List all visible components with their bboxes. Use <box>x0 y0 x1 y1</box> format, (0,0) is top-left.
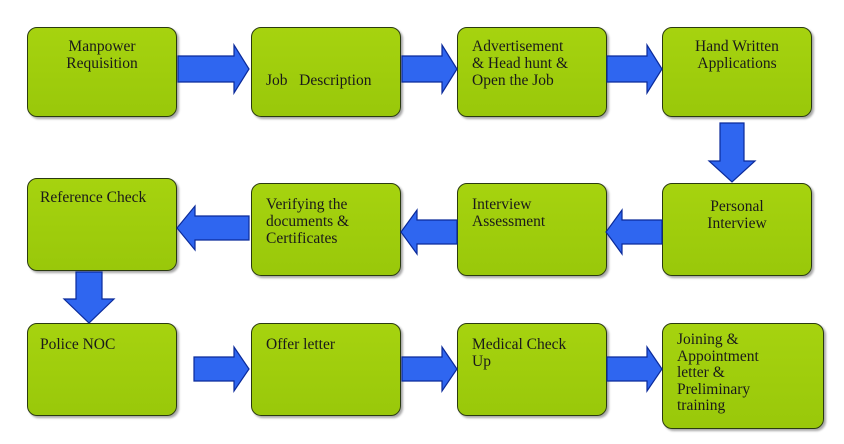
step-police-noc: Police NOC <box>27 323 177 416</box>
arrow-left-icon <box>605 208 663 256</box>
step-label-line: documents & <box>266 213 350 230</box>
step-offer-letter: Offer letter <box>251 323 401 416</box>
step-label-line: Interview <box>472 196 532 213</box>
step-label-line: Reference Check <box>40 189 147 206</box>
step-label-line: letter & <box>677 364 725 381</box>
step-job-description: Job Description <box>251 27 401 117</box>
step-advertisement: Advertisement & Head hunt & Open the Job <box>457 27 607 117</box>
step-label-line: Open the Job <box>472 72 554 89</box>
arrow-right-icon <box>401 42 458 96</box>
step-reference-check: Reference Check <box>27 178 177 271</box>
step-label-line: Manpower <box>68 38 136 55</box>
arrow-right-icon <box>401 345 458 393</box>
arrow-down-icon <box>707 122 757 183</box>
step-label-line: Joining & <box>677 331 739 348</box>
step-manpower-requisition: Manpower Requisition <box>27 27 177 117</box>
step-verifying-documents: Verifying the documents & Certificates <box>251 183 401 276</box>
step-label-line: Appointment <box>677 347 759 365</box>
step-label-line: Applications <box>697 55 777 72</box>
step-label-line: Requisition <box>66 55 138 72</box>
step-label-line: Verifying the <box>266 196 348 213</box>
arrow-right-icon <box>193 345 250 393</box>
step-label-line: Police NOC <box>40 336 116 353</box>
arrow-down-icon <box>62 271 116 324</box>
step-label-line: Up <box>472 353 491 370</box>
step-label-line: Assessment <box>472 213 546 230</box>
arrow-right-icon <box>177 42 250 96</box>
step-label-line: Job Description <box>266 72 372 89</box>
step-personal-interview: Personal Interview <box>662 183 812 276</box>
arrow-right-icon <box>606 345 663 393</box>
step-label-line: training <box>677 397 726 414</box>
step-joining-appointment: Joining & Appointment letter & Prelimina… <box>662 323 824 429</box>
arrow-left-icon <box>176 204 250 252</box>
step-label-line: Preliminary <box>677 380 751 398</box>
step-label-line: Medical Check <box>472 336 567 353</box>
step-medical-check-up: Medical Check Up <box>457 323 607 416</box>
step-hand-written-applications: Hand Written Applications <box>662 27 812 117</box>
step-label-line: Certificates <box>266 230 338 247</box>
arrow-right-icon <box>606 42 663 96</box>
step-label-line: Hand Written <box>695 38 779 55</box>
step-label-line: Interview <box>707 215 767 232</box>
step-label-line: Personal <box>710 198 764 215</box>
arrow-left-icon <box>400 208 458 256</box>
step-interview-assessment: Interview Assessment <box>457 183 607 276</box>
step-label-line: & Head hunt & <box>472 55 568 72</box>
step-label-line: Advertisement <box>472 38 564 55</box>
step-label-line: Offer letter <box>266 336 335 353</box>
